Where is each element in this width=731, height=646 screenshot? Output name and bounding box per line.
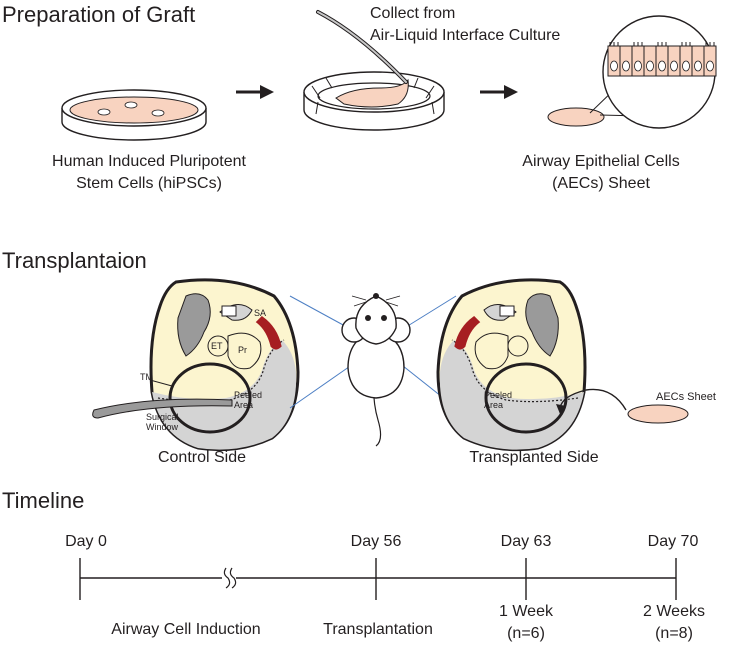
pr-label: Pr (238, 345, 247, 355)
cilia (681, 42, 691, 46)
cell-nucleus (694, 60, 702, 72)
graft-insertion-arrow (556, 388, 627, 414)
cell-nucleus (634, 60, 642, 72)
cell-nucleus (670, 60, 678, 72)
timeline-axis (79, 558, 677, 600)
week1-label-line1: 1 Week (499, 603, 554, 620)
transplanted-peeled-label-line2: Area (484, 400, 503, 410)
magnified-cells-icon (602, 15, 717, 129)
surgical-window-label-line1: Surgical (146, 412, 179, 422)
section-title-preparation: Preparation of Graft (2, 2, 195, 27)
surgical-window-label-line2: Window (146, 422, 179, 432)
arrow-right-icon (480, 85, 518, 99)
aec-label-line1: Airway Epithelial Cells (522, 153, 679, 170)
transplanted-ear-diagram (436, 278, 587, 452)
cell-nucleus (646, 60, 654, 72)
surgical-instrument-icon (92, 398, 233, 419)
aecs-sheet-graft-icon (627, 404, 689, 424)
section-title-transplantation: Transplantaion (2, 248, 147, 273)
cilia (609, 42, 619, 46)
et-label: ET (211, 341, 223, 351)
mouse-icon (341, 293, 411, 447)
control-ear-diagram (149, 278, 300, 452)
aec-label-line2: (AECs) Sheet (552, 175, 650, 192)
arrow-right-icon (236, 85, 274, 99)
sa-label: SA (254, 308, 266, 318)
petri-dish-icon (61, 89, 207, 141)
timeline-day-label: Day 0 (65, 533, 107, 550)
aecs-sheet-label: AECs Sheet (656, 391, 716, 403)
hipsc-label-line1: Human Induced Pluripotent (52, 153, 246, 170)
cell-nucleus (658, 60, 666, 72)
control-side-caption: Control Side (158, 449, 246, 466)
timeline-day-label: Day 63 (501, 533, 552, 550)
week1-label-line2: (n=6) (507, 625, 545, 642)
hipsc-label-line2: Stem Cells (hiPSCs) (76, 175, 222, 192)
axis-break-icon (222, 567, 237, 589)
tm-label: TM (140, 372, 153, 382)
forceps-icon (316, 10, 408, 84)
transplanted-peeled-label-line1: Peeled (484, 390, 512, 400)
transplanted-side-caption: Transplanted Side (469, 449, 598, 466)
induction-label: Airway Cell Induction (111, 621, 260, 638)
cilia (633, 42, 643, 46)
week2-label-line2: (n=8) (655, 625, 693, 642)
week2-label-line1: 2 Weeks (643, 603, 705, 620)
cilia (705, 42, 715, 46)
cell-nucleus (706, 60, 714, 72)
control-peeled-label-line1: Peeled (234, 390, 262, 400)
control-peeled-label-line2: Area (234, 400, 253, 410)
cell-nucleus (622, 60, 630, 72)
collect-label-line1: Collect from (370, 5, 455, 22)
timeline-day-label: Day 56 (351, 533, 402, 550)
cell-nucleus (610, 60, 618, 72)
transplantation-label: Transplantation (323, 621, 433, 638)
collect-label-line2: Air-Liquid Interface Culture (370, 27, 560, 44)
cell-nucleus (682, 60, 690, 72)
section-title-timeline: Timeline (2, 488, 84, 513)
cilia (657, 42, 667, 46)
culture-insert-icon (303, 71, 445, 131)
timeline-day-label: Day 70 (648, 533, 699, 550)
